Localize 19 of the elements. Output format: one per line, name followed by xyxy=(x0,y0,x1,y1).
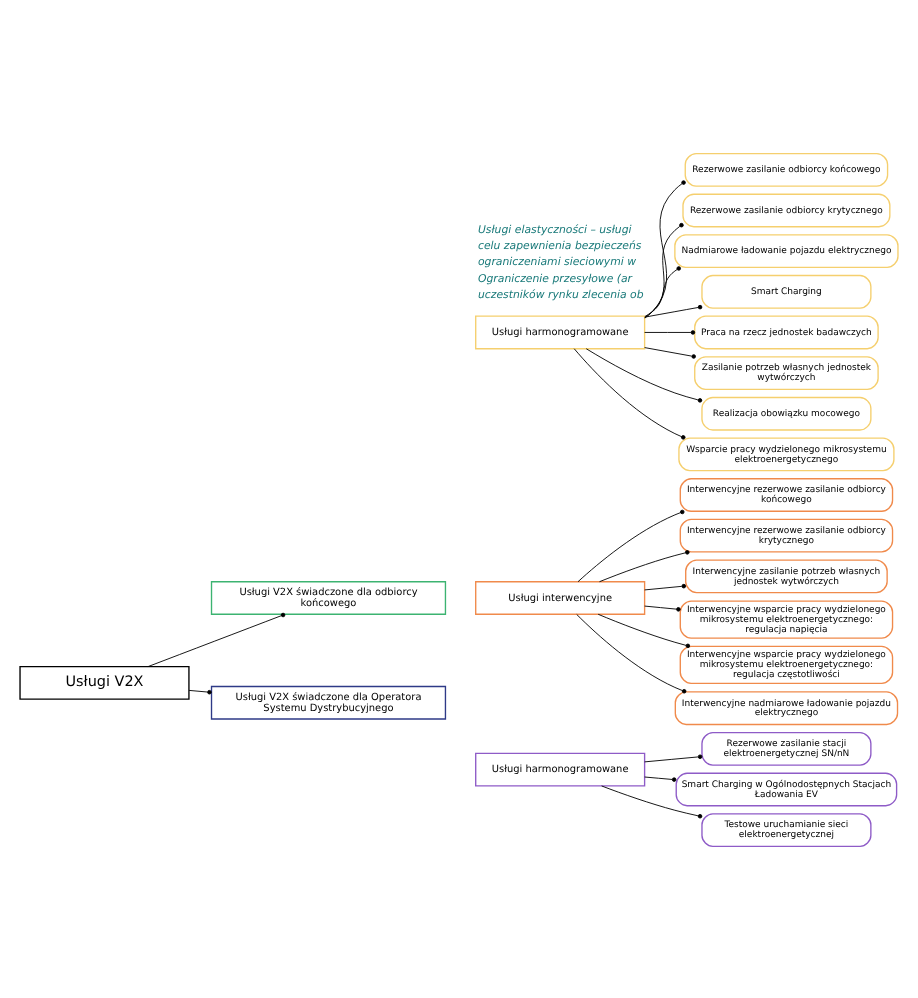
connector xyxy=(188,688,212,694)
connector xyxy=(147,611,286,667)
connector xyxy=(644,753,703,762)
connector xyxy=(644,303,703,317)
connector xyxy=(601,784,703,818)
connector xyxy=(644,221,684,318)
connector xyxy=(577,508,685,582)
connector xyxy=(573,347,686,439)
connector xyxy=(597,612,691,648)
connector xyxy=(599,549,690,582)
connector xyxy=(644,179,686,318)
connector xyxy=(644,775,677,781)
connector xyxy=(644,604,681,611)
connector xyxy=(644,329,696,334)
connector xyxy=(644,582,687,590)
connector xyxy=(644,265,681,316)
connector xyxy=(644,346,696,358)
connector xyxy=(576,613,687,693)
connector xyxy=(585,347,703,402)
